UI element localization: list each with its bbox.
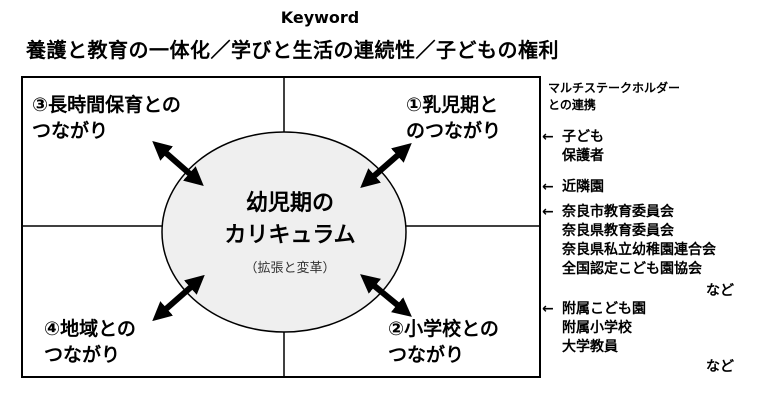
stakeholder-arrow-4: ← — [542, 301, 554, 317]
stakeholder-arrow-3: ← — [542, 204, 554, 220]
keyword-label: Keyword — [280, 8, 360, 27]
page-title: 養護と教育の一体化／学びと生活の連続性／子どもの権利 — [26, 38, 559, 62]
quadrant-bottom-right-label: ②小学校との つながり — [388, 318, 499, 366]
stakeholder-arrow-1: ← — [542, 129, 554, 145]
stakeholder-arrow-2: ← — [542, 179, 554, 195]
stakeholder-group-2: 近隣園 — [562, 179, 604, 195]
arrow-bottom-right — [360, 274, 412, 317]
quadrant-bottom-left-label: ④地域との つながり — [44, 318, 136, 366]
outer-frame — [21, 76, 541, 378]
quadrant-top-left-label: ③長時間保育との つながり — [32, 94, 181, 142]
stakeholder-group-3: 奈良市教育委員会 奈良県教育委員会 奈良県私立幼稚園連合会 全国認定こども園協会 — [562, 204, 716, 277]
center-ellipse — [161, 131, 407, 333]
arrow-top-right — [360, 142, 412, 189]
stakeholder-group-4: 附属こども園 附属小学校 大学教員 — [562, 301, 646, 355]
arrow-top-left — [152, 140, 204, 187]
arrow-bottom-left — [152, 274, 205, 322]
stakeholder-etc-1: など — [706, 283, 734, 299]
center-title: 幼児期の カリキュラム — [224, 191, 356, 248]
center-subtitle: （拡張と変革） — [244, 261, 336, 276]
quadrant-top-right-label: ①乳児期と のつながり — [406, 94, 502, 142]
stakeholder-etc-2: など — [706, 359, 734, 375]
stakeholder-group-1: 子ども 保護者 — [562, 129, 604, 164]
stakeholder-heading: マルチステークホルダー との連携 — [548, 81, 681, 112]
